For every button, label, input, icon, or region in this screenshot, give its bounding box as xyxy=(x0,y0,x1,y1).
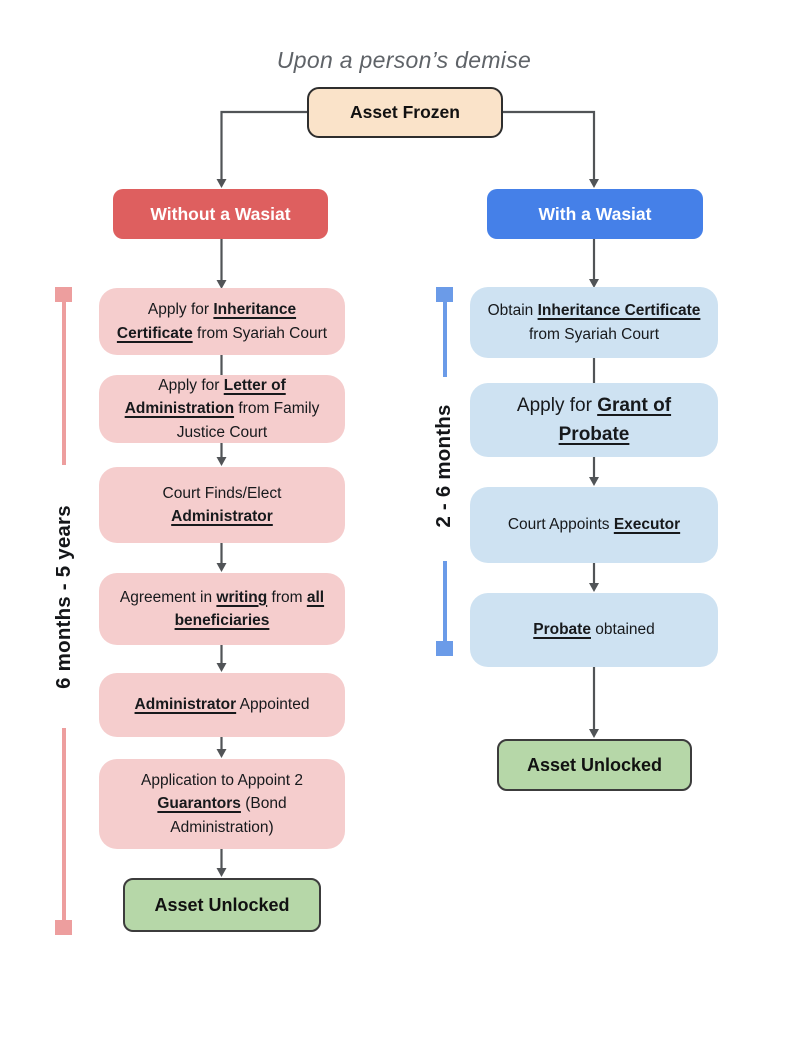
timeline-right-bar-bottom xyxy=(442,561,447,641)
asset-unlocked-node-left: Asset Unlocked xyxy=(123,878,321,932)
timeline-right-label: 2 - 6 months xyxy=(432,404,455,528)
timeline-left-bar-bottom xyxy=(61,728,66,920)
step-court-appoints-executor: Court Appoints Executor xyxy=(470,487,718,563)
step-probate-obtained: Probate obtained xyxy=(470,593,718,667)
arrow-root-to-left xyxy=(216,110,307,188)
timeline-left-bar-top xyxy=(61,302,66,465)
timeline-left-cap-bottom xyxy=(55,920,72,935)
asset-frozen-node: Asset Frozen xyxy=(307,87,503,138)
arrow-root-to-right xyxy=(503,110,599,188)
asset-unlocked-node-right: Asset Unlocked xyxy=(497,739,692,791)
with-wasiat-node: With a Wasiat xyxy=(487,189,703,239)
step-administrator-appointed: Administrator Appointed xyxy=(99,673,345,737)
timeline-right-cap-top xyxy=(436,287,453,302)
timeline-left-label: 6 months - 5 years xyxy=(52,505,75,689)
chart-title: Upon a person’s demise xyxy=(276,47,532,73)
timeline-left-cap-top xyxy=(55,287,72,302)
timeline-right-bar-top xyxy=(442,302,447,377)
without-wasiat-node: Without a Wasiat xyxy=(113,189,328,239)
timeline-right-cap-bottom xyxy=(436,641,453,656)
